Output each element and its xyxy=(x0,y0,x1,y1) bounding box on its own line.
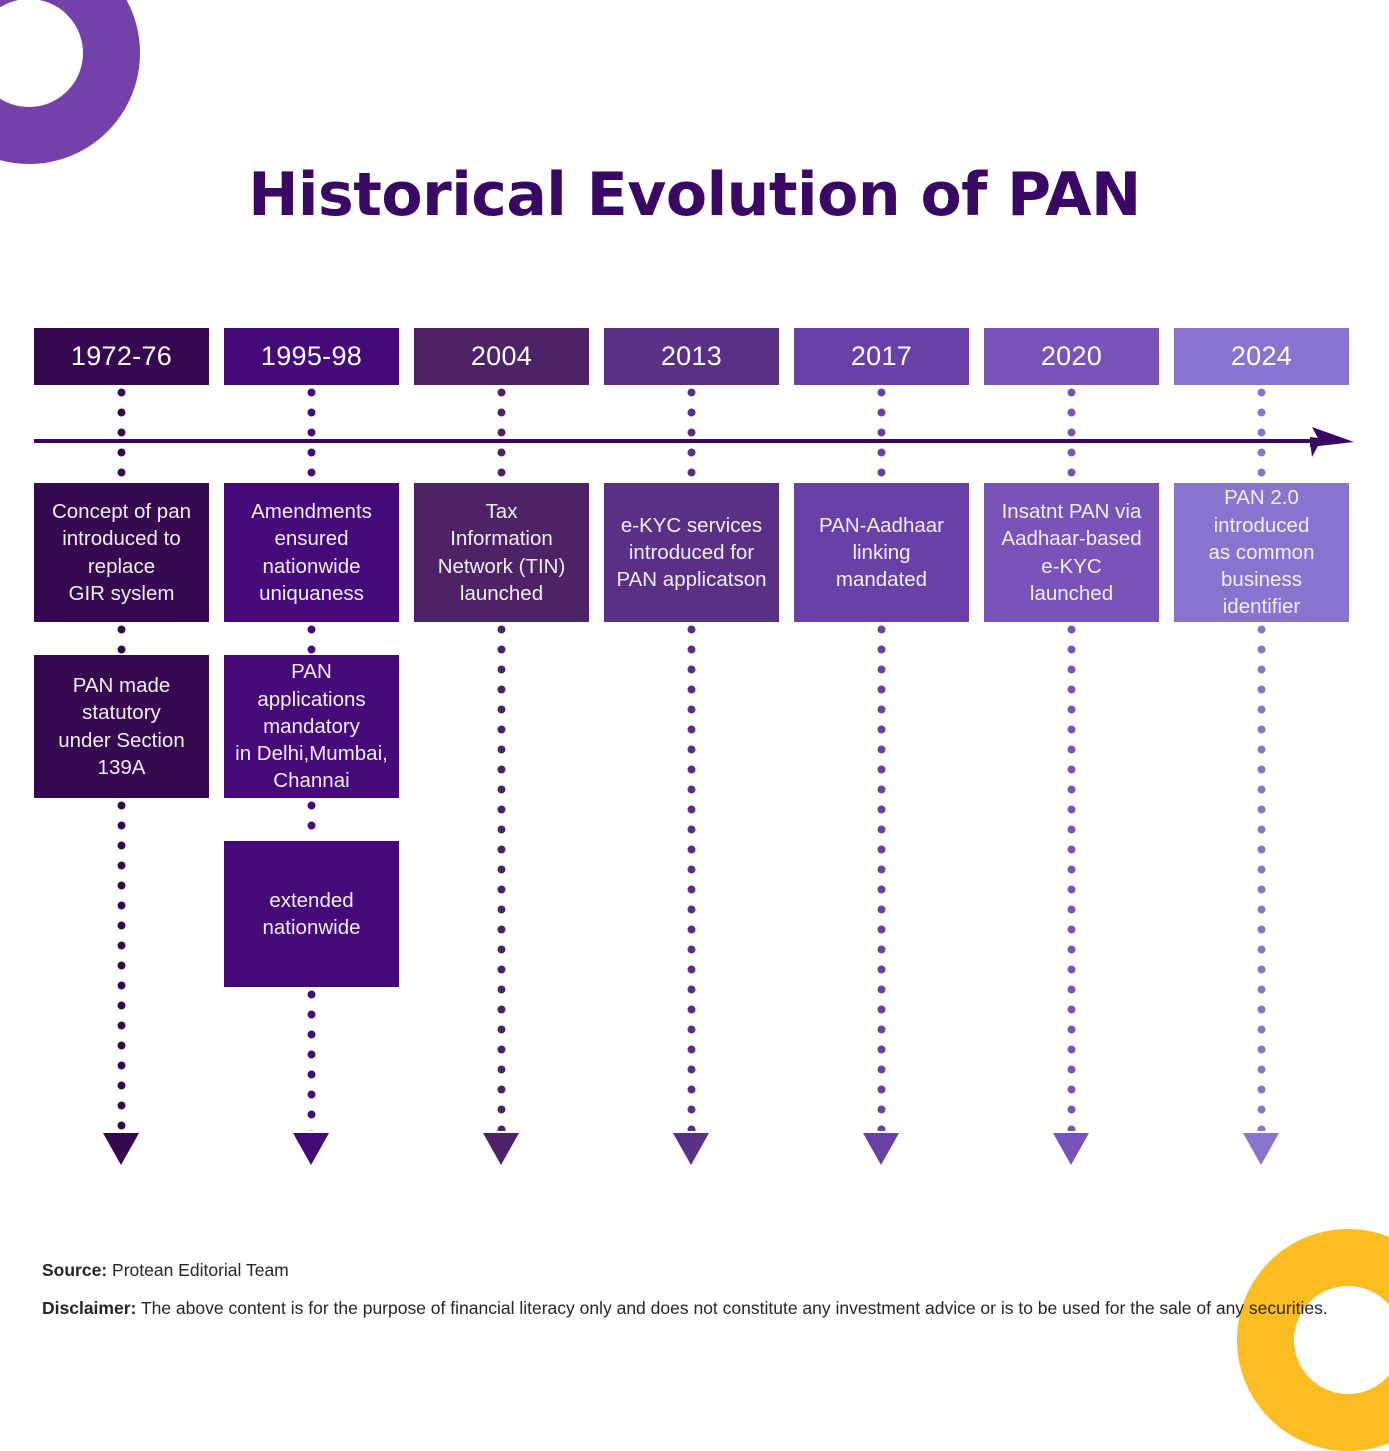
source-label: Source: xyxy=(42,1260,108,1280)
year-label-2020[interactable]: 2020 xyxy=(984,328,1159,385)
connector-dots xyxy=(117,388,126,482)
timeline-axis-line xyxy=(34,439,1324,443)
timeline-end-arrow-icon xyxy=(1053,1133,1089,1165)
connector-dots xyxy=(497,625,506,1131)
milestone-card[interactable]: Insatnt PAN via Aadhaar-based e-KYC laun… xyxy=(984,483,1159,622)
timeline-end-arrow-icon xyxy=(103,1133,139,1165)
year-label-2024[interactable]: 2024 xyxy=(1174,328,1349,385)
connector-dots xyxy=(497,388,506,482)
milestone-card[interactable]: PAN applications mandatory in Delhi,Mumb… xyxy=(224,655,399,798)
milestone-card[interactable]: Concept of pan introduced to replace GIR… xyxy=(34,483,209,622)
connector-dots xyxy=(877,388,886,482)
milestone-card[interactable]: Amendments ensured nationwide uniquaness xyxy=(224,483,399,622)
disclaimer-value: The above content is for the purpose of … xyxy=(140,1297,1328,1318)
year-label-2013[interactable]: 2013 xyxy=(604,328,779,385)
page-title: Historical Evolution of PAN xyxy=(248,160,1141,230)
milestone-card[interactable]: e-KYC services introduced for PAN applic… xyxy=(604,483,779,622)
milestone-card[interactable]: PAN made statutory under Section 139A xyxy=(34,655,209,798)
timeline-end-arrow-icon xyxy=(863,1133,899,1165)
timeline-end-arrow-icon xyxy=(1243,1133,1279,1165)
milestone-text: Tax Information Network (TIN) launched xyxy=(437,500,566,605)
connector-dots xyxy=(307,990,316,1131)
milestone-text: PAN applications mandatory in Delhi,Mumb… xyxy=(235,660,388,793)
connector-dots xyxy=(877,625,886,1131)
connector-dots xyxy=(1257,625,1266,1131)
milestone-text: Amendments ensured nationwide uniquaness xyxy=(251,500,372,605)
connector-dots xyxy=(307,388,316,482)
timeline-end-arrow-icon xyxy=(673,1133,709,1165)
milestone-card[interactable]: PAN 2.0 introduced as common business id… xyxy=(1174,483,1349,622)
milestone-text: PAN-Aadhaar linking mandated xyxy=(819,513,944,592)
year-label-1972-76[interactable]: 1972-76 xyxy=(34,328,209,385)
connector-dots xyxy=(687,625,696,1131)
milestone-card[interactable]: PAN-Aadhaar linking mandated xyxy=(794,483,969,622)
connector-dots xyxy=(1067,625,1076,1131)
connector-dots xyxy=(117,625,126,654)
disclaimer-line: Disclaimer: The above content is for the… xyxy=(42,1296,1352,1321)
disclaimer-label: Disclaimer: xyxy=(42,1297,137,1318)
timeline-end-arrow-icon xyxy=(293,1133,329,1165)
source-value: Protean Editorial Team xyxy=(112,1260,289,1280)
milestone-text: PAN made statutory under Section 139A xyxy=(58,674,185,779)
year-label-2004[interactable]: 2004 xyxy=(414,328,589,385)
milestone-text: Insatnt PAN via Aadhaar-based e-KYC laun… xyxy=(1001,500,1142,605)
timeline-end-arrow-icon xyxy=(483,1133,519,1165)
milestone-text: PAN 2.0 introduced as common business id… xyxy=(1208,486,1315,619)
connector-dots xyxy=(117,801,126,1131)
timeline-axis-arrow-icon xyxy=(1310,427,1354,457)
connector-dots xyxy=(1257,388,1266,482)
connector-dots xyxy=(1067,388,1076,482)
connector-dots xyxy=(307,625,316,654)
milestone-text: Concept of pan introduced to replace GIR… xyxy=(51,500,192,605)
milestone-card[interactable]: extended nationwide xyxy=(224,841,399,987)
milestone-text: extended nationwide xyxy=(262,888,361,939)
milestone-text: e-KYC services introduced for PAN applic… xyxy=(616,513,767,592)
connector-dots xyxy=(687,388,696,482)
connector-dots xyxy=(307,801,316,840)
footer: Source: Protean Editorial Team Disclaime… xyxy=(42,1258,1352,1321)
source-line: Source: Protean Editorial Team xyxy=(42,1258,1352,1283)
year-label-1995-98[interactable]: 1995-98 xyxy=(224,328,399,385)
milestone-card[interactable]: Tax Information Network (TIN) launched xyxy=(414,483,589,622)
year-label-2017[interactable]: 2017 xyxy=(794,328,969,385)
